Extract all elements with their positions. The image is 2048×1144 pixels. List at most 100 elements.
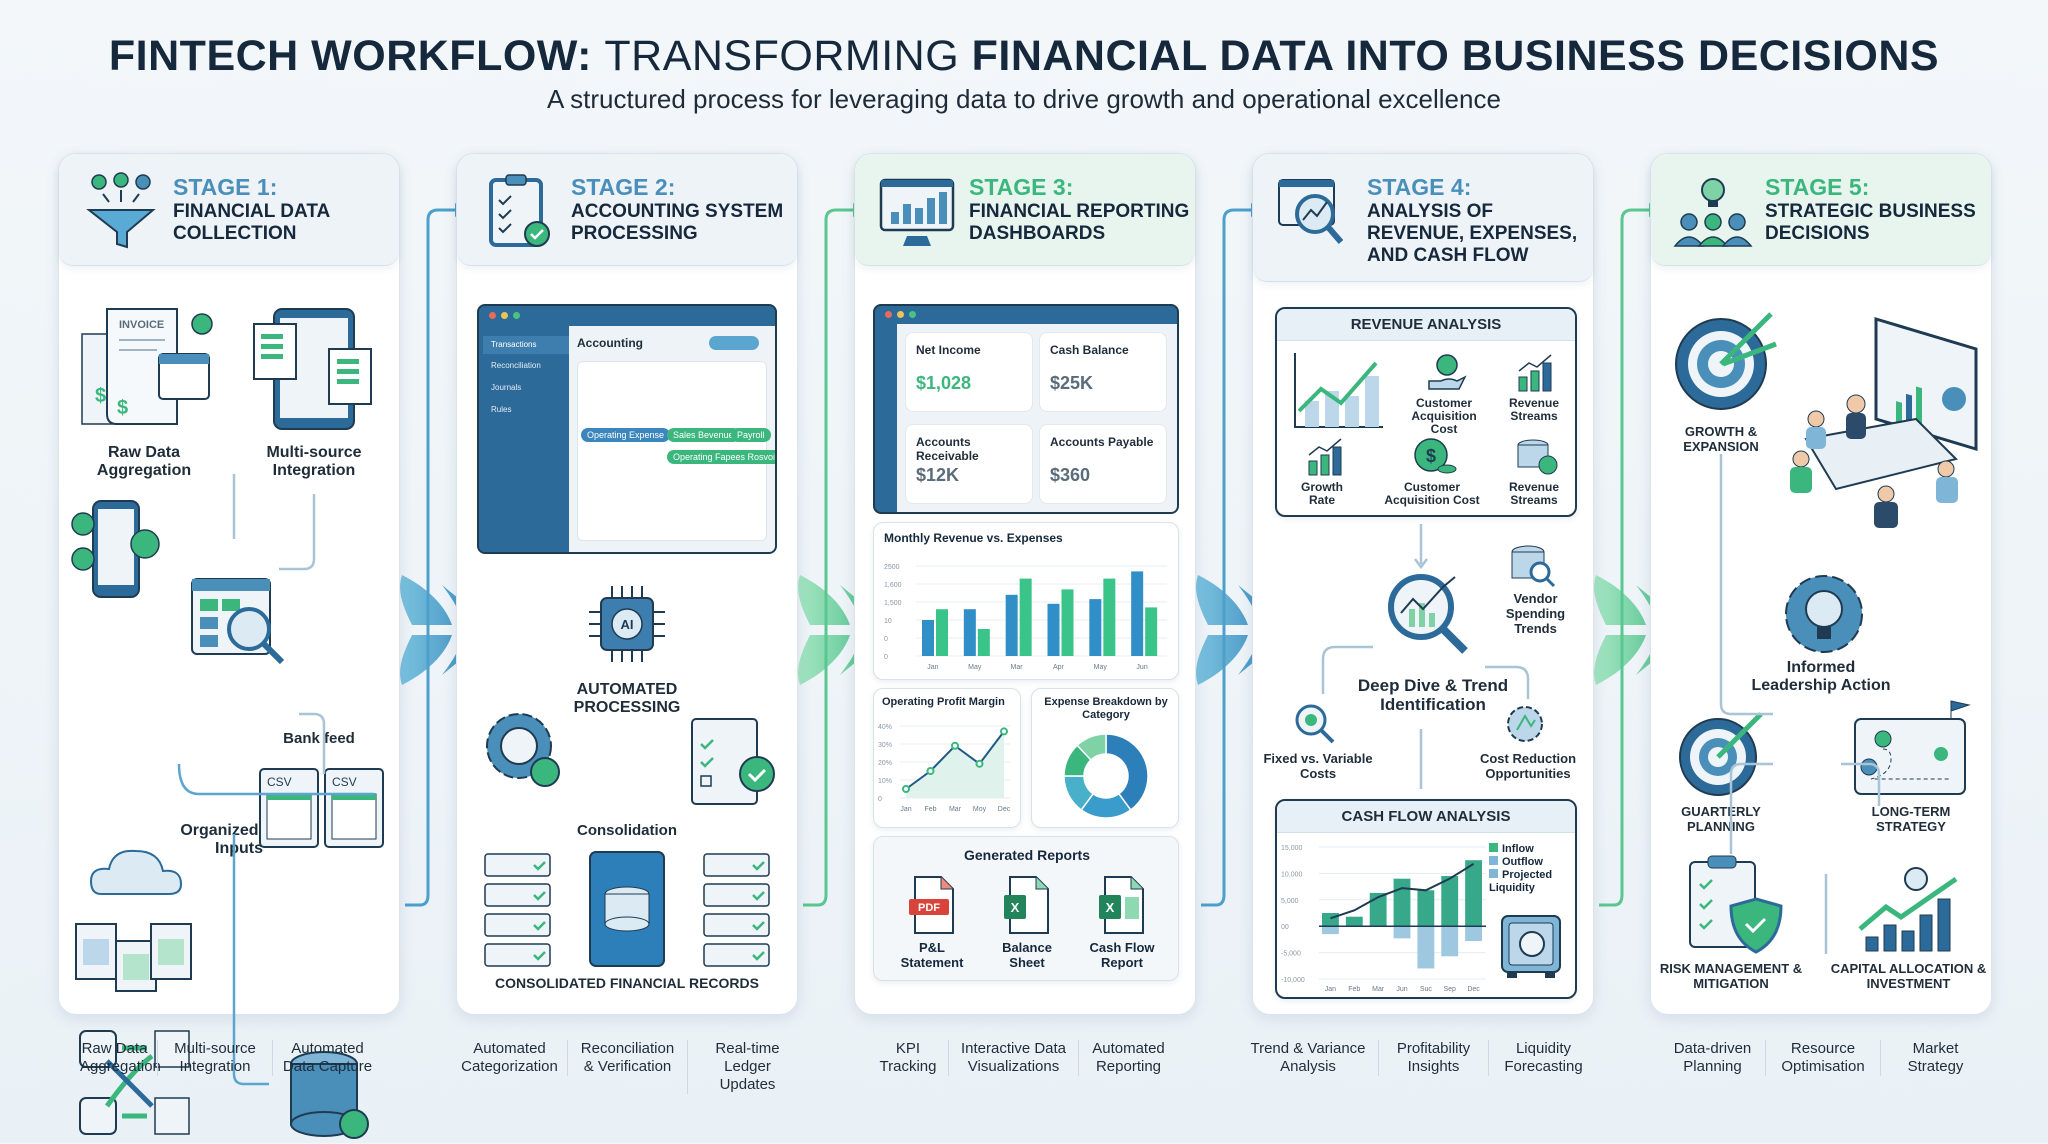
svg-text:2500: 2500 xyxy=(884,564,900,571)
report-cash-flow[interactable]: X Cash Flow Report xyxy=(1082,875,1162,970)
sidebar-item-rules[interactable]: Rules xyxy=(491,405,512,414)
summary-item: Profitability Insights xyxy=(1378,1040,1488,1076)
chart-title: Operating Profit Margin xyxy=(882,696,1005,708)
stage-1-summary: Raw Data Aggregation Multi-source Integr… xyxy=(72,1040,382,1088)
svg-text:Dec: Dec xyxy=(998,806,1011,813)
summary-item: KPI Tracking xyxy=(879,1040,937,1075)
summary-item: Data-driven Planning xyxy=(1673,1040,1752,1075)
multi-source-label: Multi-source Integration xyxy=(266,444,362,479)
svg-text:15,000: 15,000 xyxy=(1281,845,1303,852)
flow-arrow-4-icon xyxy=(1594,575,1691,685)
sidebar-item-journals[interactable]: Journals xyxy=(491,383,522,392)
svg-text:$: $ xyxy=(95,385,106,407)
stage-name: ANALYSIS OF REVENUE, EXPENSES, AND CASH … xyxy=(1367,201,1578,266)
tag-operating-expense[interactable]: Operating Expense xyxy=(581,428,671,442)
svg-text:Jan: Jan xyxy=(927,664,938,671)
vendor-database-icon xyxy=(1511,545,1556,588)
svg-text:Mar: Mar xyxy=(1011,664,1024,671)
monitor-chart-icon xyxy=(879,178,955,246)
pdf-file-icon: PDF xyxy=(909,876,954,934)
svg-text:1,600: 1,600 xyxy=(884,582,902,589)
reports-title: Generated Reports xyxy=(963,847,1091,863)
svg-text:PDF: PDF xyxy=(918,902,940,914)
stage-number: STAGE 3: xyxy=(969,174,1074,200)
svg-text:Moy: Moy xyxy=(973,806,987,813)
app-title: Accounting xyxy=(577,336,643,350)
svg-text:$: $ xyxy=(1426,446,1436,466)
cloud-files-icon xyxy=(75,849,192,992)
svg-text:40%: 40% xyxy=(878,724,892,731)
cash-flow-legend: Inflow Outflow Projected Liquidity xyxy=(1489,843,1553,894)
svg-text:Jun: Jun xyxy=(1136,664,1147,671)
stage-3-header: STAGE 3: FINANCIAL REPORTING DASHBOARDS xyxy=(855,154,1195,266)
summary-item: Resource Optimisation xyxy=(1765,1040,1880,1076)
capital-allocation-label: CAPITAL ALLOCATION & INVESTMENT xyxy=(1830,961,1987,991)
raw-data-label: Raw Data Aggregation xyxy=(96,444,192,479)
cost-reduction-gear-icon xyxy=(1507,706,1543,742)
svg-text:May: May xyxy=(1094,664,1108,671)
stage-1-header: STAGE 1: FINANCIAL DATA COLLECTION xyxy=(59,154,399,266)
kpi-card-cash-balance[interactable]: Cash Balance$25K xyxy=(1039,332,1167,412)
cac-label-1: Customer Acquisition Cost xyxy=(1411,396,1477,436)
stage-2-summary: Automated Categorization Reconciliation … xyxy=(452,1040,807,1094)
app-action-button[interactable] xyxy=(709,336,759,350)
flow-arrow-1-icon xyxy=(400,575,497,685)
svg-text:Jan: Jan xyxy=(900,806,911,813)
flow-arrow-2-icon xyxy=(798,575,895,685)
bank-transfer-icon xyxy=(79,1030,190,1135)
tag-operating-fees[interactable]: Operating Fapees Rosvoia xyxy=(667,450,775,464)
deep-dive-magnifier-icon xyxy=(1388,574,1468,654)
cost-reduction-label: Cost Reduction Opportunities xyxy=(1479,751,1577,781)
svg-text:0: 0 xyxy=(884,654,888,661)
sidebar-item-transactions[interactable]: Transactions xyxy=(483,336,569,354)
svg-text:Mar: Mar xyxy=(1372,986,1385,993)
stage-name: ACCOUNTING SYSTEM PROCESSING xyxy=(571,201,784,244)
stage-name: FINANCIAL DATA COLLECTION xyxy=(173,201,330,244)
flow-arrow-3-icon xyxy=(1196,575,1293,685)
kpi-dashboard-window: Net Income$1,028 Cash Balance$25K Accoun… xyxy=(873,304,1179,514)
stage-number: STAGE 5: xyxy=(1765,174,1870,200)
svg-text:Sep: Sep xyxy=(1443,986,1456,993)
kpi-card-accounts-receivable[interactable]: Accounts Receivable$12K xyxy=(905,424,1033,504)
kpi-card-net-income[interactable]: Net Income$1,028 xyxy=(905,332,1033,412)
database-coin-icon xyxy=(1517,439,1558,475)
cac-label-2: Customer Acquisition Cost xyxy=(1384,480,1480,507)
page-title: FINTECH WORKFLOW: TRANSFORMING FINANCIAL… xyxy=(0,32,2048,81)
stage-5-summary: Data-driven Planning Resource Optimisati… xyxy=(1660,1040,1990,1088)
team-meeting-illustration xyxy=(1790,316,1978,528)
chart-title: Monthly Revenue vs. Expenses xyxy=(884,531,1063,545)
risk-shield-icon xyxy=(1689,855,1783,954)
hand-coin-icon xyxy=(1428,354,1467,390)
organized-data-icon xyxy=(191,578,285,665)
bank-feed-label: Bank feed xyxy=(283,730,355,747)
ai-chip-icon: AI xyxy=(589,586,665,662)
svg-text:30%: 30% xyxy=(878,742,892,749)
roadmap-flag-icon xyxy=(1854,700,1971,795)
quarterly-planning-label: GUARTERLY PLANNING xyxy=(1681,804,1761,834)
stage-4-header: STAGE 4: ANALYSIS OF REVENUE, EXPENSES, … xyxy=(1253,154,1593,282)
summary-item: Reconciliation & Verification xyxy=(567,1040,687,1076)
svg-text:Feb: Feb xyxy=(1348,986,1360,993)
report-pl-statement[interactable]: PDF P&L Statement xyxy=(892,875,972,970)
revenue-streams-label-1: Revenue Streams xyxy=(1508,396,1560,423)
svg-text:10: 10 xyxy=(884,618,892,625)
stage-2-header: STAGE 2: ACCOUNTING SYSTEM PROCESSING xyxy=(457,154,797,266)
invoice-icon: INVOICE $ $ xyxy=(81,308,213,425)
kpi-card-accounts-payable[interactable]: Accounts Payable$360 xyxy=(1039,424,1167,504)
long-term-strategy-label: LONG-TERM STRATEGY xyxy=(1871,804,1951,834)
sidebar-item-reconciliation[interactable]: Reconciliation xyxy=(491,361,541,370)
svg-text:X: X xyxy=(1106,900,1115,915)
svg-text:May: May xyxy=(968,664,982,671)
stage-2-card: STAGE 2: ACCOUNTING SYSTEM PROCESSING Tr… xyxy=(456,153,798,1015)
app-sidebar: Transactions Reconciliation Journals Rul… xyxy=(479,326,569,552)
tag-sales-revenue[interactable]: Sales Bevenue xyxy=(667,428,740,442)
report-balance-sheet[interactable]: X Balance Sheet xyxy=(987,875,1067,970)
stage-5-flow-lines xyxy=(1719,454,1881,954)
tag-payroll[interactable]: Payroll xyxy=(731,428,771,442)
svg-text:Jun: Jun xyxy=(1396,986,1407,993)
summary-item: Automated Data Capture xyxy=(272,1040,382,1076)
stage-1-flow-lines xyxy=(177,474,374,1086)
